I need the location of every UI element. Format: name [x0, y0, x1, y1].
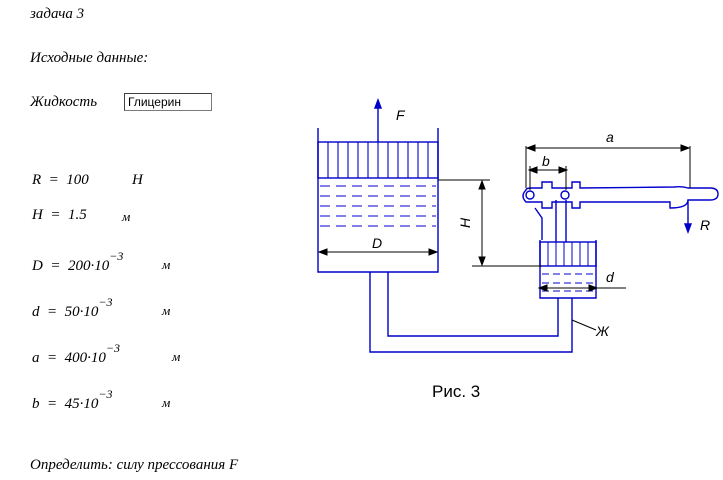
- pipe-outer: [369, 272, 573, 353]
- rod-pivot: [560, 190, 570, 200]
- small-cylinder: [539, 240, 597, 299]
- label-R: R: [700, 217, 710, 233]
- param-a-name: a: [32, 350, 40, 366]
- figure-caption: Рис. 3: [432, 382, 481, 401]
- H-arrow-bottom: [478, 256, 486, 267]
- small-cylinder-fluid: [542, 273, 594, 292]
- label-b: b: [542, 153, 550, 169]
- b-arrow-right: [558, 166, 569, 174]
- d-arrow-left: [537, 284, 548, 292]
- param-a-unit: м: [172, 349, 181, 364]
- task-title: задача 3: [30, 6, 85, 22]
- lever: [522, 181, 719, 209]
- param-D-value: 200·10: [67, 258, 110, 274]
- label-H: H: [457, 217, 473, 228]
- pipe-inner: [387, 272, 559, 337]
- param-b-name: b: [32, 396, 40, 412]
- param-b-exp: −3: [98, 387, 113, 401]
- large-piston-hatching: [327, 142, 429, 178]
- param-D-unit: м: [162, 257, 171, 272]
- H-arrow-top: [478, 179, 486, 190]
- label-a: a: [606, 129, 614, 145]
- task-question: Определить: силу прессования F: [30, 457, 239, 473]
- param-R-unit: Н: [132, 172, 143, 188]
- param-a: a = 400·10−3 м: [32, 341, 181, 366]
- param-R-name: R: [32, 172, 42, 188]
- D-arrow-left: [317, 248, 328, 256]
- liquid-label: Жидкость: [30, 94, 98, 110]
- param-d: d = 50·10−3 м: [32, 295, 171, 320]
- fixed-pivot: [525, 190, 535, 200]
- small-piston-hatching: [547, 242, 589, 266]
- large-cylinder-fluid: [320, 185, 436, 227]
- force-R-arrow: [683, 223, 693, 234]
- label-d: d: [606, 269, 615, 285]
- param-b-value: 45·10: [64, 396, 99, 412]
- param-D-exp: −3: [109, 249, 124, 263]
- param-H-name: H: [32, 207, 43, 223]
- large-cylinder: [317, 128, 439, 273]
- param-R: R = 100 Н: [32, 172, 143, 188]
- force-F-arrow: [373, 98, 383, 109]
- d-arrow-right: [588, 284, 599, 292]
- b-arrow-left: [527, 166, 538, 174]
- liquid-input[interactable]: [124, 93, 212, 111]
- source-data-heading: Исходные данные:: [30, 50, 149, 66]
- param-d-name: d: [32, 304, 40, 320]
- lever-support: [534, 207, 543, 240]
- small-piston: [539, 241, 597, 267]
- label-D: D: [372, 235, 382, 251]
- param-H: H = 1.5 м: [32, 207, 131, 224]
- param-D-name: D: [32, 258, 43, 274]
- hydraulic-press-diagram: F H D d a b R Ж: [317, 98, 719, 353]
- fluid-leader: [571, 319, 597, 331]
- a-arrow-right: [680, 144, 691, 152]
- param-a-value: 400·10: [64, 350, 106, 366]
- a-arrow-left: [525, 144, 536, 152]
- param-a-exp: −3: [105, 341, 120, 355]
- param-H-value: 1.5: [67, 207, 87, 223]
- label-fluid: Ж: [595, 323, 610, 339]
- param-d-unit: м: [162, 303, 171, 318]
- param-b-unit: м: [162, 395, 171, 410]
- D-arrow-right: [428, 248, 439, 256]
- param-d-exp: −3: [98, 295, 113, 309]
- param-R-value: 100: [66, 172, 89, 188]
- param-H-unit: м: [122, 209, 131, 224]
- label-F: F: [396, 107, 406, 123]
- param-D: D = 200·10−3 м: [32, 249, 171, 274]
- param-b: b = 45·10−3 м: [32, 387, 171, 412]
- param-d-value: 50·10: [64, 304, 99, 320]
